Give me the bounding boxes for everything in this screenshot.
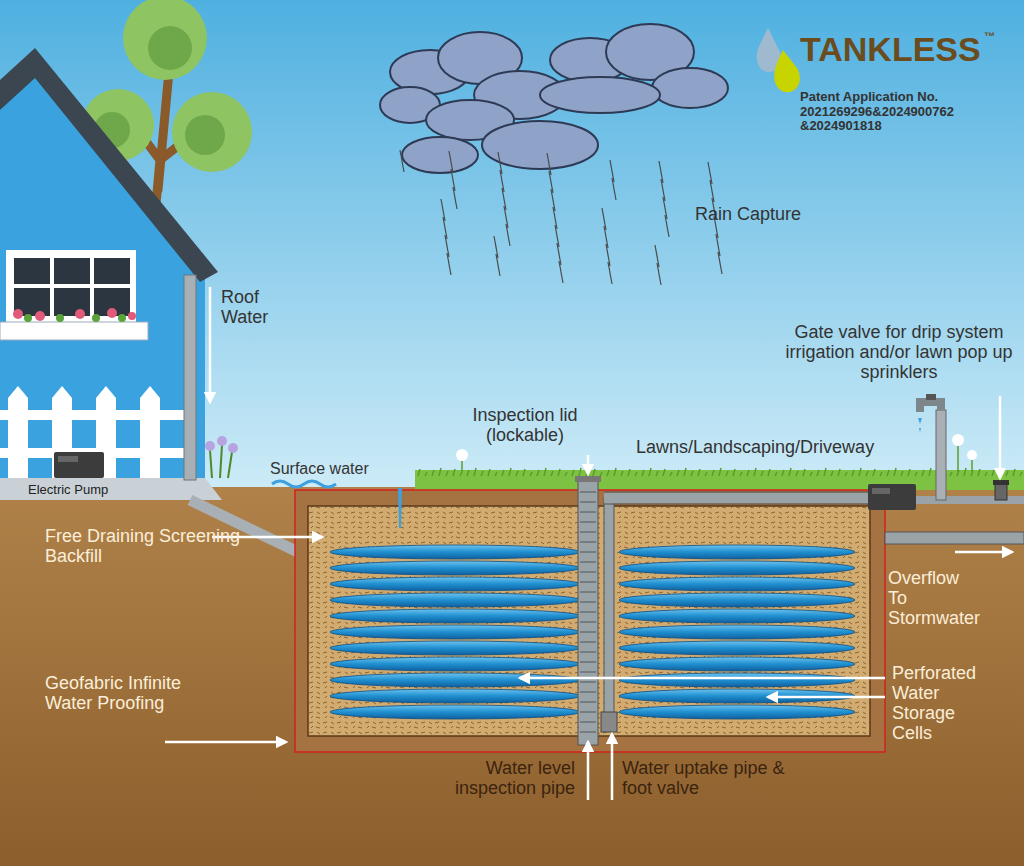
brand-logo: TANKLESS xyxy=(800,30,1000,68)
lawn-label: Lawns/Landscaping/Driveway xyxy=(636,437,906,457)
gate-valve-label: Gate valve for drip system irrigation an… xyxy=(780,322,1018,382)
backfill-label: Free Draining Screening Backfill xyxy=(45,526,245,566)
overflow-label: Overflow To Stormwater xyxy=(888,568,980,628)
roof-water-label: Roof Water xyxy=(221,287,291,327)
rain-label: Rain Capture xyxy=(695,204,845,224)
geofabric-label: Geofabric Infinite Water Proofing xyxy=(45,673,225,713)
inspection-lid-label: Inspection lid (lockable) xyxy=(452,405,598,445)
trademark: ™ xyxy=(984,30,1004,42)
cells-label: Perforated Water Storage Cells xyxy=(892,663,996,744)
level-pipe-label: Water level inspection pipe xyxy=(440,758,575,798)
surface-water-label: Surface water xyxy=(270,460,400,478)
patent-note: Patent Application No. 2021269296&202490… xyxy=(800,90,1015,134)
uptake-pipe-label: Water uptake pipe & foot valve xyxy=(622,758,787,798)
pump-label: Electric Pump xyxy=(28,483,138,498)
